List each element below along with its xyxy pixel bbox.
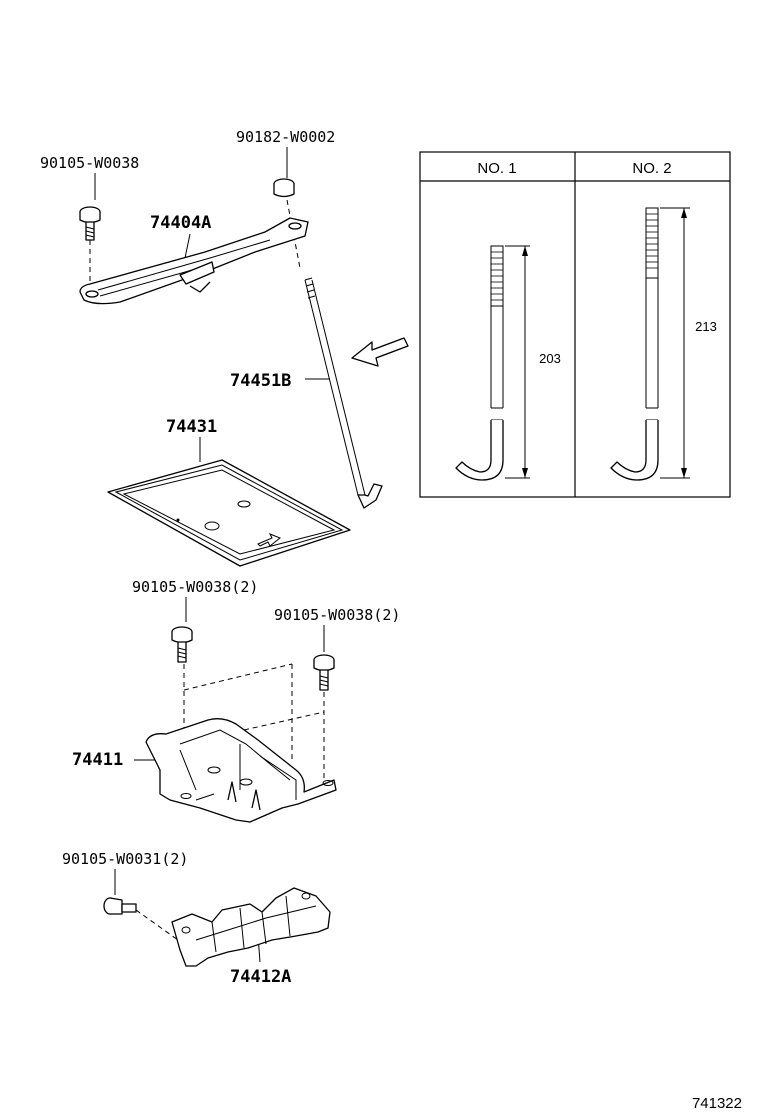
bolt-bottom-icon bbox=[103, 897, 137, 915]
label-nut-top: 90182-W0002 bbox=[236, 128, 335, 146]
dimension-203: 203 bbox=[539, 351, 561, 366]
tray-74431 bbox=[107, 459, 351, 567]
carrier-74411 bbox=[145, 718, 337, 823]
arrow-icon bbox=[351, 337, 409, 367]
rod-no1-detail: 203 bbox=[455, 245, 561, 481]
label-rod: 74451B bbox=[230, 371, 291, 391]
bolt-top-left-icon bbox=[79, 206, 101, 241]
rod-detail-table: NO. 1 NO. 2 bbox=[419, 151, 731, 498]
rod-no2-detail: 213 bbox=[610, 207, 717, 481]
dimension-213: 213 bbox=[695, 319, 717, 334]
label-bolt-mid-right: 90105-W0038(2) bbox=[274, 606, 400, 624]
rod-74451b bbox=[304, 277, 383, 509]
label-bolt-top-left: 90105-W0038 bbox=[40, 154, 139, 172]
table-header-no1: NO. 1 bbox=[477, 160, 516, 177]
reference-number: 741322 bbox=[692, 1095, 742, 1112]
label-bolt-bottom: 90105-W0031(2) bbox=[62, 850, 188, 868]
bolt-mid-right-icon bbox=[313, 654, 335, 691]
label-carrier: 74411 bbox=[72, 750, 123, 770]
label-bracket: 74412A bbox=[230, 967, 291, 987]
table-header-no2: NO. 2 bbox=[632, 160, 671, 177]
label-bolt-mid-left: 90105-W0038(2) bbox=[132, 578, 258, 596]
bolt-mid-left-icon bbox=[171, 626, 193, 663]
label-clamp: 74404A bbox=[150, 213, 211, 233]
nut-top-icon bbox=[273, 178, 295, 198]
label-tray: 74431 bbox=[166, 417, 217, 437]
clamp-74404a bbox=[79, 217, 309, 305]
bracket-74412a bbox=[171, 887, 331, 967]
